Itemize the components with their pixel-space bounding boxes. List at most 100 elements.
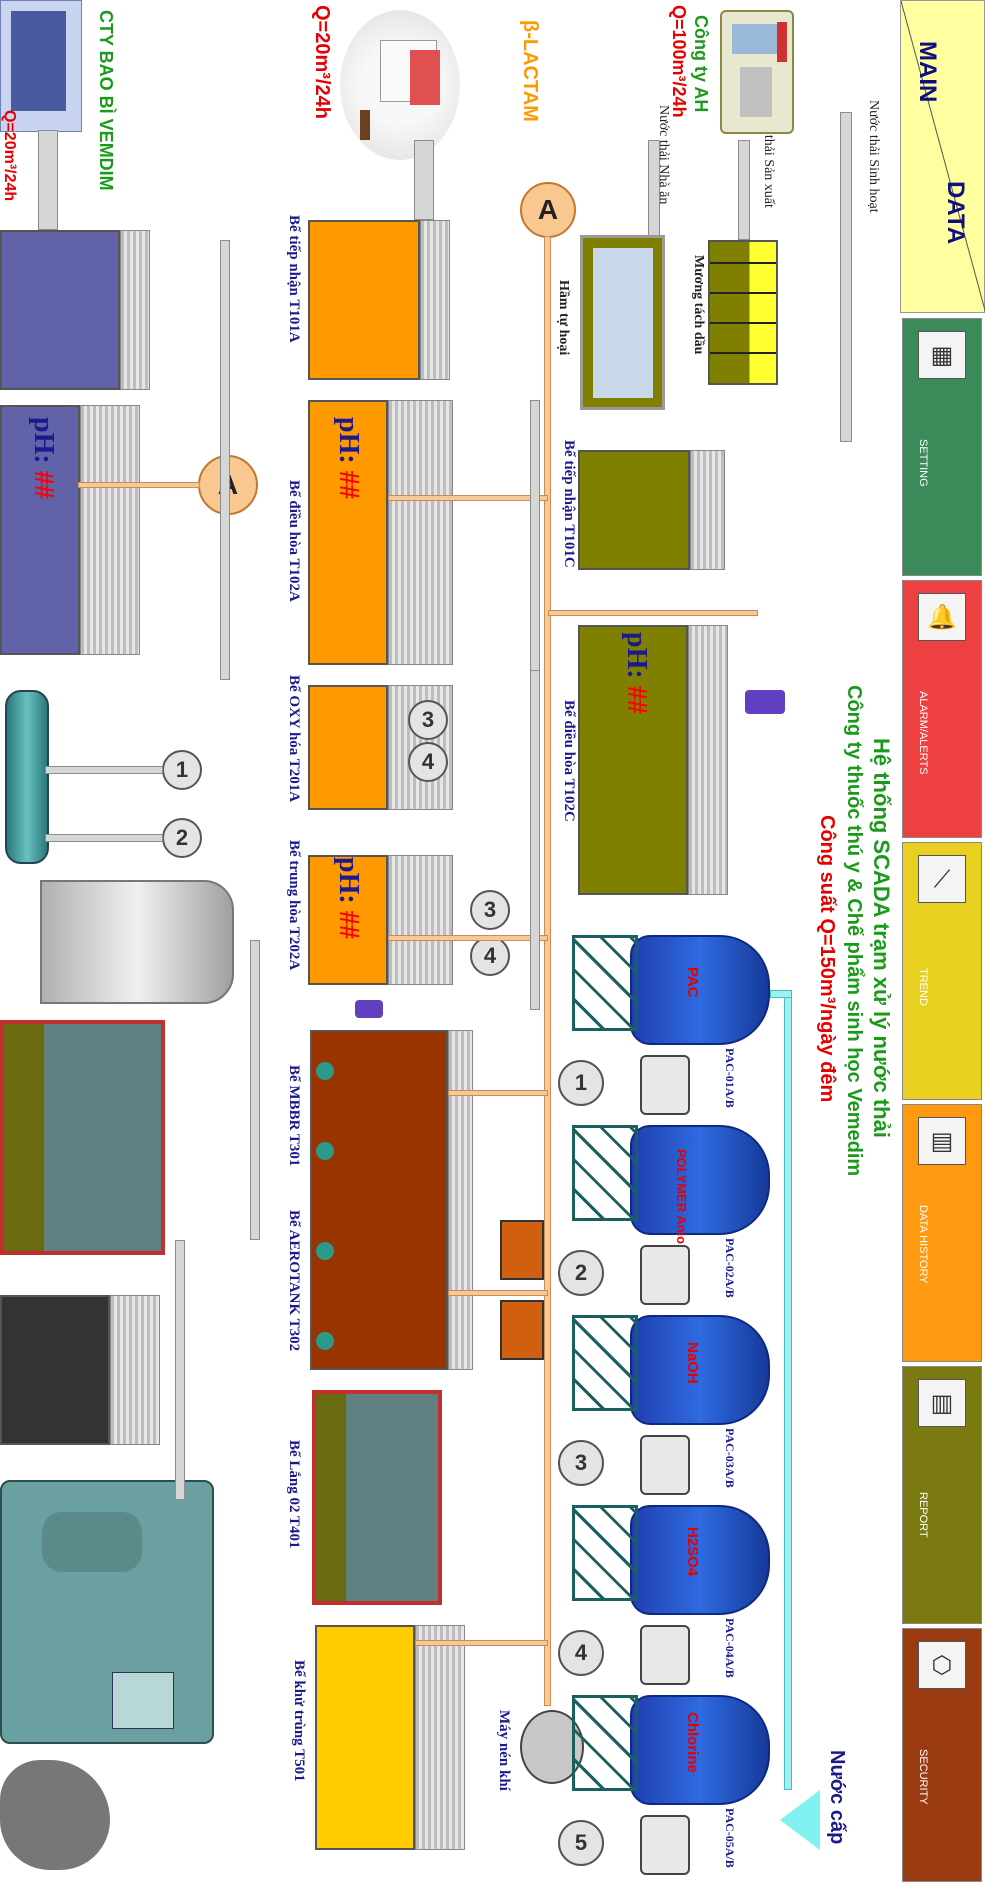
dosing-pump-chlorine[interactable] [640,1815,690,1875]
calendar-clock-icon: ▦ [918,331,966,379]
oil-trap-tank[interactable] [708,240,778,385]
pump-1-left[interactable]: 1 [162,750,202,790]
orange-branch [415,1640,548,1646]
kitchen-pipe [648,140,660,240]
chem-stand [572,935,638,1031]
title-line3: Công suất Q=150m³/ngày đêm [816,815,838,1103]
menu-trend-button[interactable]: ⟋ TREND [902,842,982,1100]
t102c-grate [688,625,728,895]
t301-label: Bể MBBR T301 [286,1065,302,1167]
t102c-label: Bể điều hòa T102C [561,700,577,822]
tank-t102a[interactable]: pH: ## [308,400,388,665]
chem-pump-5-marker[interactable]: 5 [558,1820,604,1866]
vemdim-label: CTY BAO BÌ VEMDIM [96,10,116,191]
t101a-label: Bể tiếp nhận T101A [286,215,302,343]
blower-2[interactable] [500,1300,544,1360]
left-dark-tank[interactable] [0,1295,110,1445]
filter-column [5,690,49,864]
t202a-ph: pH: ## [333,857,364,939]
chem-tank-h2so4[interactable]: H2SO4 [630,1505,770,1615]
tank-t202a[interactable]: pH: ## [308,855,388,985]
pump-2-left[interactable]: 2 [162,818,202,858]
chem-tank-naoh[interactable]: NaOH [630,1315,770,1425]
left-dark-grate [110,1295,160,1445]
supply-pipe [784,990,792,1790]
chem-pump-2-marker[interactable]: 2 [558,1250,604,1296]
vemdim-ph: pH: ## [28,417,59,499]
septic-label: Hầm tự hoại [556,280,571,356]
document-search-icon: ▤ [918,1117,966,1165]
t101c-label: Bể tiếp nhận T101C [561,440,577,568]
data-label[interactable]: DATA [942,181,969,245]
trend-chart-icon: ⟋ [918,855,966,903]
chem-tank-chlorine[interactable]: Chlorine [630,1695,770,1805]
blower-1[interactable] [500,1220,544,1280]
pump-4-marker[interactable]: 4 [408,742,448,782]
menu-setting-button[interactable]: ▦ SETTING [902,318,982,576]
main-label[interactable]: MAIN [914,41,941,103]
pump-3-marker[interactable]: 3 [408,700,448,740]
chem-tank-polymer[interactable]: POLYMER Anion [630,1125,770,1252]
tank-t301-t302[interactable] [310,1030,448,1370]
dosing-pump-pac[interactable] [640,1055,690,1115]
septic-tank[interactable] [580,235,665,410]
orange-branch [548,610,758,616]
grey-pipe [530,400,540,680]
vemdim-flow: Q=20m³/24h [1,110,18,202]
menu-label: SETTING [917,439,929,487]
t102a-grate [388,400,453,665]
pump-label-4: PAC-04A/B [723,1618,737,1678]
filter-press-machine[interactable] [0,1480,214,1744]
tank-vemdim-equal[interactable]: pH: ## [0,405,80,655]
company-ah-label: Công ty AH [691,15,711,113]
orange-branch [448,1090,548,1096]
tank-t501[interactable] [315,1625,415,1850]
dosing-pump-h2so4[interactable] [640,1625,690,1685]
tank-t102c[interactable]: pH: ## [578,625,688,895]
tank-t101a[interactable] [308,220,420,380]
orange-main-line [544,236,551,1706]
chem-pump-4-marker[interactable]: 4 [558,1630,604,1676]
grey-pipe [250,940,260,1240]
tank-t201a[interactable] [308,685,388,810]
t102a-ph: pH: ## [333,417,364,499]
menu-alarm-button[interactable]: 🔔 ALARM/ALERTS [902,580,982,838]
t401-label: Bể Lắng 02 T401 [286,1440,302,1549]
menu-data-history-button[interactable]: ▤ DATA HISTORY [902,1104,982,1362]
dosing-pump-polymer[interactable] [640,1245,690,1305]
beta-pipe [414,140,434,220]
pump-4-marker-b[interactable]: 4 [470,936,510,976]
orange-branch [388,935,548,941]
left-settling-tank[interactable] [0,1020,165,1255]
chem-pump-3-marker[interactable]: 3 [558,1440,604,1486]
chem-stand [572,1505,638,1601]
tank-t401[interactable] [312,1390,442,1605]
menu-security-button[interactable]: ⬡ SECURITY [902,1628,982,1882]
menu-label: SECURITY [917,1749,929,1805]
pump-3-marker-b[interactable]: 3 [470,890,510,930]
chem-pump-1-marker[interactable]: 1 [558,1060,604,1106]
menu-label: ALARM/ALERTS [917,691,929,775]
security-lock-icon: ⬡ [918,1641,966,1689]
menu-label: TREND [917,968,929,1006]
bell-alarm-icon: 🔔 [918,593,966,641]
tank-t101c[interactable] [578,450,690,570]
sludge-pile [0,1760,110,1870]
tank-vemdim-receive[interactable] [0,230,120,390]
main-data-header: MAIN DATA [900,0,985,313]
marker-a-top: A [520,182,576,238]
chem-stand [572,1125,638,1221]
title-line2: Công ty thuốc thú y & Chế phẩm sinh học … [843,685,865,1177]
orange-branch [388,495,548,501]
t101c-grate [690,450,725,570]
menu-report-button[interactable]: ▥ REPORT [902,1366,982,1624]
chem-stand [572,1695,638,1791]
dosing-pump-naoh[interactable] [640,1435,690,1495]
domestic-pipe [840,112,852,442]
purple-probe [745,690,785,714]
chem-tank-pac[interactable]: PAC [630,935,770,1045]
menu-label: DATA HISTORY [917,1205,929,1284]
t201a-label: Bể OXY hóa T201A [286,675,302,803]
chem-supply-header [770,990,792,998]
company-ah-flow: Q=100m³/24h [669,5,689,118]
